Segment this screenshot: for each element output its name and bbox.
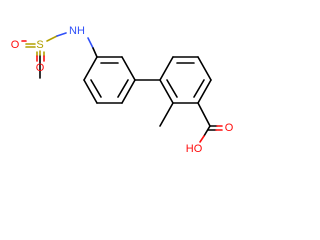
ring-b-bond-1 bbox=[159, 56, 174, 81]
ring-b-double-2 bbox=[193, 79, 205, 98]
ring-a-double-3 bbox=[90, 79, 102, 98]
bond-nitrogen-ring-a bbox=[87, 37, 94, 49]
bond-nitrogen-ring-b bbox=[92, 47, 98, 58]
ring-a-bond-2 bbox=[121, 56, 136, 81]
sulfonyl-oxygen-bottom-label: O bbox=[36, 62, 45, 74]
ring-a-bond-5 bbox=[83, 79, 98, 104]
ring-b-bond-4 bbox=[197, 79, 212, 104]
ring-b-double-3 bbox=[166, 79, 178, 98]
ring-b-bond-3 bbox=[197, 56, 212, 81]
sulfonyl-oxygen-left-label: O bbox=[11, 39, 20, 51]
ring-b-bond-6 bbox=[159, 79, 174, 104]
ring-a-bond-3 bbox=[121, 79, 136, 104]
bond-hydroxyl-a bbox=[203, 125, 211, 137]
bond-sulfur-nitrogen-b bbox=[56, 32, 67, 37]
ring-a-bond-6 bbox=[83, 56, 98, 81]
sulfur-atom-label: S bbox=[36, 39, 43, 51]
bond-methyl bbox=[159, 102, 174, 127]
carbonyl-oxygen-label: O bbox=[225, 122, 234, 134]
bond-sulfur-nitrogen-a bbox=[46, 35, 58, 42]
bond-carboxyl-carbon bbox=[197, 102, 211, 127]
hydroxyl-label: HO bbox=[186, 143, 203, 155]
amine-label: NH bbox=[69, 25, 85, 37]
bond-hydroxyl-b bbox=[199, 135, 205, 143]
chemical-structure: S O O NH O HO bbox=[11, 25, 234, 155]
ring-a-double-2 bbox=[117, 79, 129, 98]
